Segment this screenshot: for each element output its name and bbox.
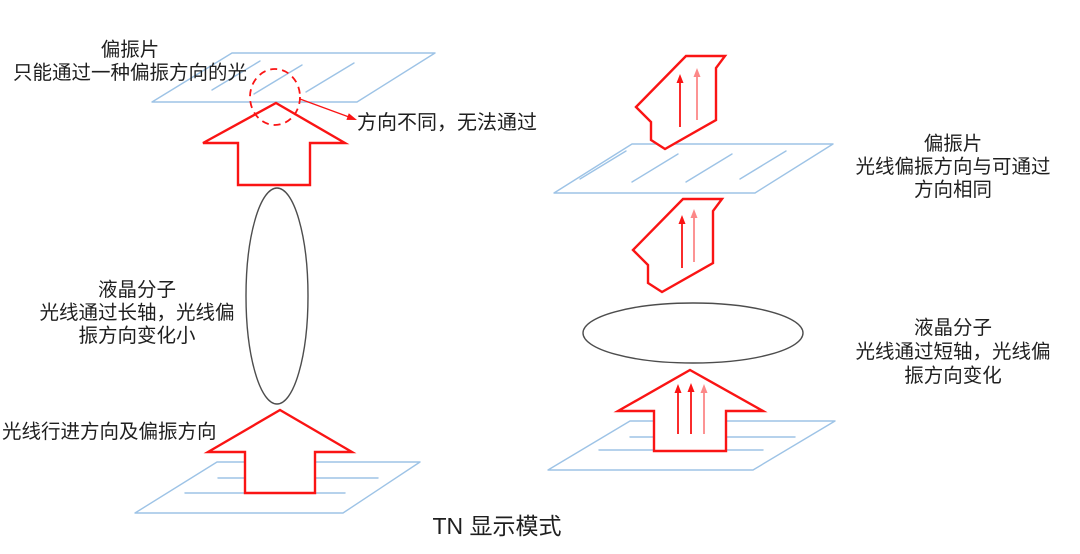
polarization-arrow [674,384,682,434]
label-line: 光线偏振方向与可通过 [855,156,1051,178]
right-middle-light-arrow [631,197,725,294]
right-upper-light-arrow [634,54,728,151]
label-line: 偏振片 [100,39,160,61]
blocked-light-dashed-circle [249,68,301,126]
pass-direction-line [211,60,261,91]
label-line: 只能通过一种偏振方向的光 [12,62,247,84]
pass-direction-line [685,153,733,183]
left-light-direction-label: 光线行进方向及偏振方向 [2,421,217,443]
left-polarizer-label: 偏振片 只能通过一种偏振方向的光 [8,39,252,85]
blocked-note-arrow [299,98,357,120]
sheared-light-arrow-shape [631,197,725,294]
label-line: 光线通过长轴，光线偏 [39,302,235,324]
right-lower-light-arrow [613,368,768,453]
left-molecule-label: 液晶分子 光线通过长轴，光线偏 振方向变化小 [27,279,247,348]
polarizer-plate-shape [553,143,834,194]
polarization-arrow [687,383,695,434]
lc-molecule-vertical [245,187,309,405]
pass-direction-line [253,64,303,95]
diagram-title: TN 显示模式 [432,513,562,539]
polarization-arrow [700,384,708,434]
left-lower-light-arrow [203,408,357,495]
label-line: 偏振片 [923,133,983,155]
right-top-polarizer-plate [553,143,834,194]
label-line: 振方向变化小 [78,325,196,347]
label-line: 液晶分子 [97,279,176,301]
label-line: 液晶分子 [913,317,992,339]
polarization-arrow [678,215,686,268]
right-polarizer-label: 偏振片 光线偏振方向与可通过 方向相同 [843,133,1063,202]
blocked-note-label: 方向不同，无法通过 [357,112,537,134]
pass-direction-line [579,150,627,180]
right-molecule-label: 液晶分子 光线通过短轴，光线偏 振方向变化 [843,316,1063,388]
label-line: 方向相同 [913,179,992,201]
pass-direction-line [305,62,355,93]
polarization-arrow [693,68,701,120]
left-upper-light-arrow [202,101,350,187]
polarization-arrow [690,209,698,262]
polarization-arrow [676,74,684,127]
pass-direction-line [739,150,787,180]
label-line: 振方向变化 [904,365,1002,387]
pass-direction-line [631,153,679,183]
lc-molecule-horizontal [582,302,804,364]
label-line: 光线通过短轴，光线偏 [855,341,1051,363]
